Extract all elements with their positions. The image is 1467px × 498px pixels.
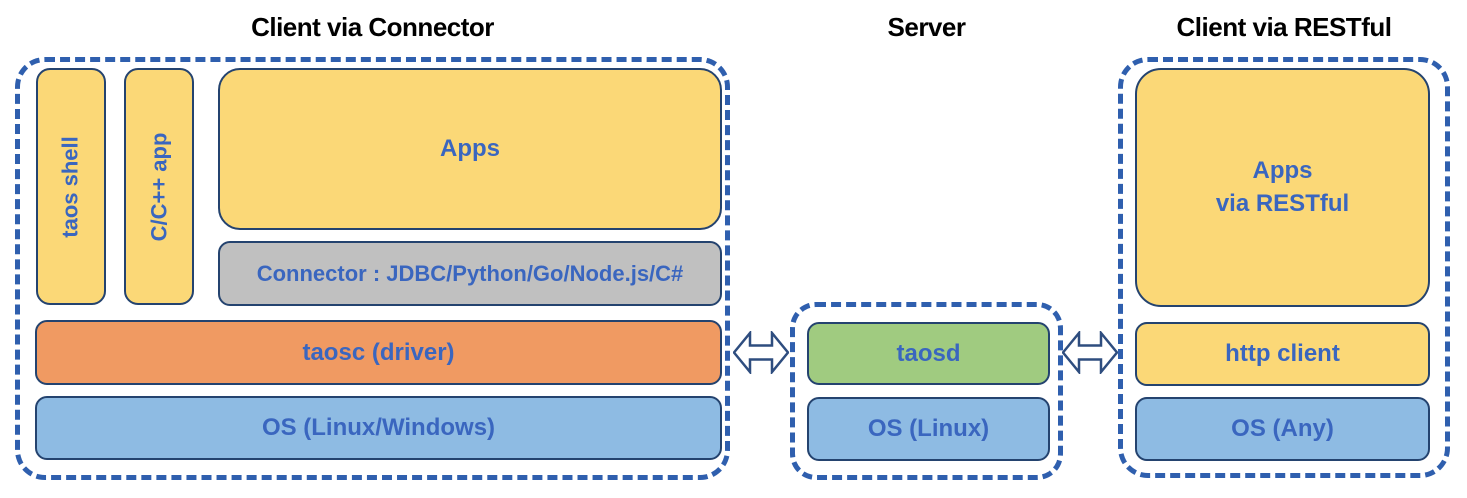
apps-via-restful-label-line2: via RESTful bbox=[1215, 189, 1350, 217]
os-linux-box: OS (Linux) bbox=[807, 397, 1050, 461]
client-connector-group bbox=[15, 57, 730, 480]
http-client-label: http client bbox=[1225, 340, 1340, 367]
bidirectional-arrow-icon bbox=[1062, 331, 1118, 374]
apps-box: Apps bbox=[218, 68, 722, 230]
taos-shell-label: taos shell bbox=[58, 135, 84, 238]
connector-box: Connector : JDBC/Python/Go/Node.js/C# bbox=[218, 241, 722, 306]
os-any-label: OS (Any) bbox=[1231, 415, 1334, 442]
section-title-client-restful: Client via RESTful bbox=[1176, 12, 1392, 42]
taosc-driver-label: taosc (driver) bbox=[302, 338, 455, 366]
os-linux-windows-label: OS (Linux/Windows) bbox=[261, 414, 496, 441]
client-restful-group bbox=[1118, 57, 1450, 478]
taosc-driver-box: taosc (driver) bbox=[35, 320, 722, 385]
os-any-box: OS (Any) bbox=[1135, 397, 1430, 461]
apps-via-restful-label-line1: Apps bbox=[1252, 157, 1313, 185]
bidirectional-arrow-icon bbox=[733, 331, 789, 374]
cpp-app-label: C/C++ app bbox=[146, 132, 171, 241]
os-linux-windows-box: OS (Linux/Windows) bbox=[35, 396, 722, 460]
section-title-client-connector: Client via Connector bbox=[251, 12, 494, 42]
connector-label: Connector : JDBC/Python/Go/Node.js/C# bbox=[256, 260, 684, 286]
apps-via-restful-box: Apps via RESTful bbox=[1135, 68, 1430, 307]
taosd-label: taosd bbox=[896, 339, 961, 367]
taos-shell-box: taos shell bbox=[36, 68, 106, 305]
apps-label: Apps bbox=[440, 135, 500, 162]
taosd-box: taosd bbox=[807, 322, 1050, 385]
section-title-server: Server bbox=[887, 12, 966, 42]
os-linux-label: OS (Linux) bbox=[867, 415, 990, 442]
server-group bbox=[790, 302, 1063, 480]
cpp-app-box: C/C++ app bbox=[124, 68, 194, 305]
http-client-box: http client bbox=[1135, 322, 1430, 386]
